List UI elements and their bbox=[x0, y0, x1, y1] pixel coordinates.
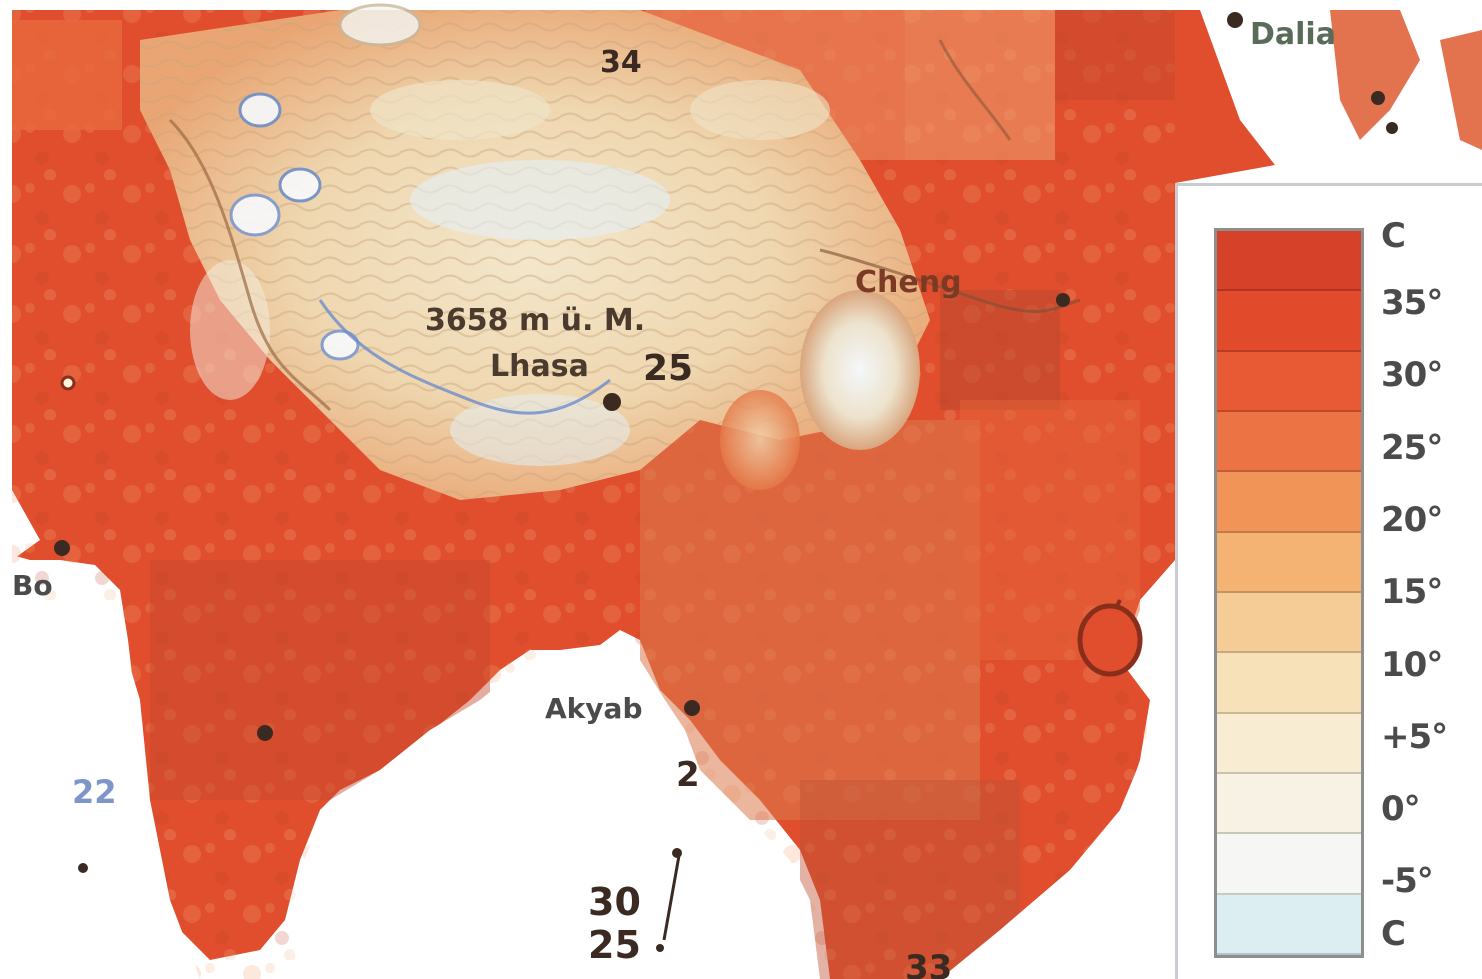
city-dot bbox=[54, 540, 70, 556]
south-china-sea bbox=[940, 560, 1175, 979]
city-dot bbox=[684, 700, 700, 716]
legend-band bbox=[1217, 291, 1361, 352]
legend-band bbox=[1217, 773, 1361, 835]
city-dot bbox=[1386, 122, 1398, 134]
legend-tick-label: 35° bbox=[1381, 283, 1443, 323]
legend-band bbox=[1217, 834, 1361, 895]
legend-tick-label: -5° bbox=[1381, 861, 1434, 902]
legend-band bbox=[1217, 411, 1361, 473]
legend-unit-top: C bbox=[1381, 216, 1406, 256]
city-dot bbox=[603, 393, 621, 411]
temperature-value: 33 bbox=[905, 948, 952, 979]
place-label-akyab: Akyab bbox=[545, 692, 642, 725]
legend-band bbox=[1217, 592, 1361, 654]
pointer-line bbox=[662, 849, 682, 941]
legend-band bbox=[1217, 351, 1361, 412]
legend-tick-label: 25° bbox=[1381, 427, 1443, 468]
legend-band bbox=[1217, 713, 1361, 774]
temperature-legend: C 35° 30° 25° 20° 15° 10° +5° 0° -5° C bbox=[1175, 183, 1482, 979]
legend-tick-label: 20° bbox=[1381, 499, 1443, 540]
border-line bbox=[938, 39, 1012, 141]
legend-tick-label: 10° bbox=[1381, 644, 1443, 685]
temperature-value: 22 bbox=[72, 773, 117, 811]
city-dot bbox=[1371, 91, 1385, 105]
temperature-value: 34 bbox=[600, 45, 642, 80]
river bbox=[318, 299, 611, 415]
arabian-sea bbox=[12, 600, 200, 979]
legend-band bbox=[1217, 231, 1361, 292]
temperature-value: 30 bbox=[588, 880, 641, 924]
city-dot bbox=[1227, 12, 1243, 28]
city-dot bbox=[1056, 293, 1070, 307]
border-line bbox=[168, 118, 332, 412]
place-label-mumbai: Bo bbox=[12, 569, 53, 602]
legend-unit-bottom: C bbox=[1381, 914, 1406, 954]
legend-color-scale bbox=[1214, 228, 1364, 958]
city-dot bbox=[60, 375, 76, 391]
temperature-value: 25 bbox=[588, 923, 641, 967]
legend-band bbox=[1217, 653, 1361, 714]
place-label-lhasa: Lhasa bbox=[490, 349, 589, 384]
border-line bbox=[819, 248, 1081, 313]
city-dot bbox=[78, 863, 88, 873]
legend-tick-label: +5° bbox=[1381, 716, 1448, 757]
city-dot bbox=[257, 725, 273, 741]
legend-band bbox=[1217, 894, 1361, 955]
legend-tick-label: 0° bbox=[1381, 789, 1421, 830]
city-dot bbox=[656, 944, 664, 952]
temperature-value: 25 bbox=[643, 348, 693, 389]
legend-band bbox=[1217, 532, 1361, 593]
place-label-chengdu: Cheng bbox=[855, 265, 962, 300]
elevation-label: 3658 m ü. M. bbox=[425, 303, 645, 338]
bay-of-bengal bbox=[290, 645, 820, 979]
temperature-value: 2 bbox=[676, 755, 700, 795]
legend-band bbox=[1217, 472, 1361, 533]
legend-tick-label: 30° bbox=[1381, 355, 1443, 396]
legend-tick-label: 15° bbox=[1381, 572, 1443, 613]
place-label-dalian: Dalia bbox=[1250, 17, 1336, 52]
